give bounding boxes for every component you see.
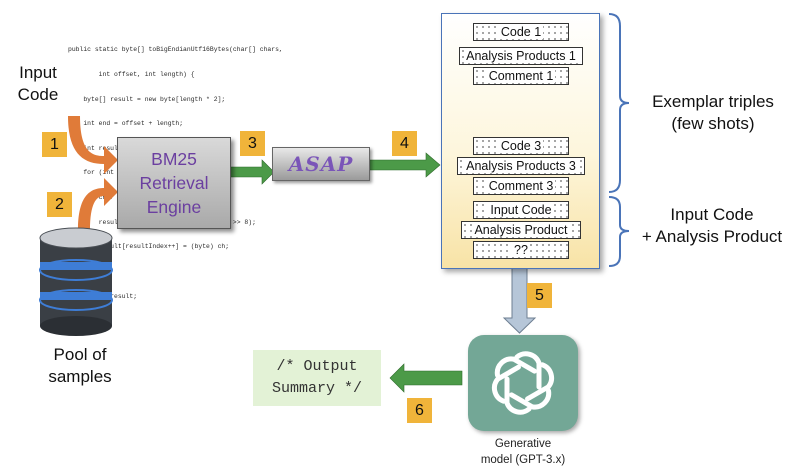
green-arrow-4 xyxy=(367,152,441,178)
slot-code-3: Code 3 xyxy=(473,137,569,155)
database-icon xyxy=(39,227,113,336)
step-badge-2: 2 xyxy=(47,192,72,217)
input-product-bracket xyxy=(608,196,630,267)
exemplar-label-line: Exemplar triples xyxy=(652,92,774,111)
green-arrow-6 xyxy=(389,363,463,393)
step-badge-1: 1 xyxy=(42,132,67,157)
code-line: int offset, int length) { xyxy=(68,71,195,79)
slot-label: ?? xyxy=(512,243,530,257)
generative-model-tile xyxy=(468,335,578,431)
input-code-label-line: Input xyxy=(19,63,57,82)
openai-logo-icon xyxy=(491,351,555,415)
slot-unknown: ?? xyxy=(473,241,569,259)
orange-arrow-2 xyxy=(78,178,118,230)
step-badge-5: 5 xyxy=(527,283,552,308)
slot-analysis-products-3: Analysis Products 3 xyxy=(457,157,585,175)
slot-label: Analysis Products 1 xyxy=(464,49,578,63)
input-product-label-line: Input Code xyxy=(670,205,754,224)
code-line: byte[] result = new byte[length * 2]; xyxy=(68,95,226,103)
step-badge-4: 4 xyxy=(392,131,417,156)
slot-analysis-product: Analysis Product xyxy=(461,221,581,239)
code-line: result[resultIndex++] = (byte) ch; xyxy=(68,243,230,251)
output-summary-box: /* Output Summary */ xyxy=(253,350,381,406)
input-product-label: Input Code + Analysis Product xyxy=(630,204,794,248)
slot-label: Code 3 xyxy=(498,139,544,153)
bm25-retrieval-engine: BM25 Retrieval Engine xyxy=(117,137,231,229)
generative-model-caption: Generative model (GPT-3.x) xyxy=(463,436,583,468)
bm25-line: Engine xyxy=(146,197,202,217)
pool-label-line: Pool of xyxy=(53,345,107,364)
input-code-label: Input Code xyxy=(8,62,68,106)
slot-analysis-products-1: Analysis Products 1 xyxy=(459,47,583,65)
bm25-line: BM25 xyxy=(151,149,197,169)
exemplar-bracket xyxy=(608,13,630,193)
prompt-panel: Code 1 Analysis Products 1 Comment 1 Cod… xyxy=(441,13,600,269)
caption-line: model (GPT-3.x) xyxy=(480,454,566,466)
input-code-label-line: Code xyxy=(17,85,59,104)
green-arrow-3 xyxy=(228,159,275,185)
input-product-label-line: + Analysis Product xyxy=(641,227,783,246)
exemplar-label-line: (few shots) xyxy=(671,114,755,133)
slot-label: Comment 1 xyxy=(486,69,556,83)
slot-label: Analysis Products 3 xyxy=(464,159,578,173)
code-line: int end = offset + length; xyxy=(68,120,184,128)
caption-line: Generative xyxy=(494,438,552,450)
exemplar-triples-label: Exemplar triples (few shots) xyxy=(630,91,796,135)
slot-label: Analysis Product xyxy=(472,223,570,237)
asap-box: ASAP xyxy=(272,147,370,181)
output-line: Summary */ xyxy=(271,380,362,397)
slot-label: Code 1 xyxy=(498,25,544,39)
slot-comment-1: Comment 1 xyxy=(473,67,569,85)
output-line: /* Output xyxy=(276,358,358,375)
pool-label-line: samples xyxy=(48,367,112,386)
slot-comment-3: Comment 3 xyxy=(473,177,569,195)
pool-label: Pool of samples xyxy=(35,344,125,388)
slot-code-1: Code 1 xyxy=(473,23,569,41)
slot-label: Input Code xyxy=(488,203,554,217)
slot-input-code: Input Code xyxy=(473,201,569,219)
step-badge-3: 3 xyxy=(240,131,265,156)
step-badge-6: 6 xyxy=(407,398,432,423)
grey-arrow-5 xyxy=(502,266,537,334)
bm25-line: Retrieval xyxy=(139,173,209,193)
slot-label: Comment 3 xyxy=(486,179,556,193)
code-line: public static byte[] toBigEndianUtf16Byt… xyxy=(68,46,283,54)
orange-arrow-1 xyxy=(68,116,118,174)
